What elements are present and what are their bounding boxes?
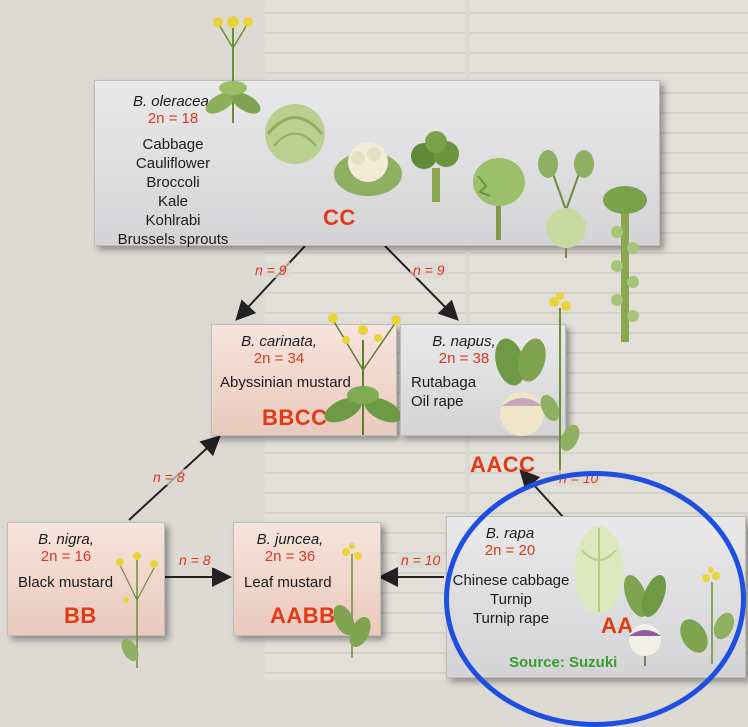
chromosomes-nigra: 2n = 16 [16, 548, 116, 565]
genome-napus: AACC [470, 452, 536, 478]
black-mustard-illustration [112, 540, 162, 670]
label-cc-to-napus: n = 9 [410, 262, 448, 278]
kale-illustration [466, 152, 532, 242]
label-cc-to-carinata: n = 9 [252, 262, 290, 278]
genome-nigra: BB [64, 603, 97, 629]
species-nigra: B. nigra, [16, 531, 116, 548]
common-name: Kale [95, 192, 251, 211]
broccoli-illustration [404, 128, 468, 204]
common-name-juncea: Leaf mustard [244, 573, 332, 592]
common-name: Cauliflower [95, 154, 251, 173]
chromosomes-juncea: 2n = 36 [240, 548, 340, 565]
brussels-sprouts-illustration [600, 182, 650, 354]
cabbage-illustration [258, 96, 332, 166]
genome-oleracea: CC [323, 205, 356, 231]
abyssinian-mustard-illustration [318, 300, 408, 440]
species-juncea: B. juncea, [240, 531, 340, 548]
common-name: Rutabaga [411, 373, 476, 392]
oil-rape-illustration [540, 288, 580, 478]
common-names-napus: Rutabaga Oil rape [411, 373, 476, 411]
kohlrabi-illustration [534, 150, 598, 260]
label-nigra-to-carinata: n = 8 [150, 469, 188, 485]
common-names-oleracea: Cabbage Cauliflower Broccoli Kale Kohlra… [95, 135, 251, 249]
common-name: Brussels sprouts [95, 230, 251, 249]
label-nigra-to-juncea: n = 8 [176, 552, 214, 568]
common-name: Kohlrabi [95, 211, 251, 230]
leaf-mustard-illustration [332, 540, 372, 660]
highlight-circle [444, 471, 746, 727]
cauliflower-illustration [330, 134, 406, 198]
common-name: Oil rape [411, 392, 476, 411]
arrow-cc-to-carinata [238, 246, 305, 318]
label-rapa-to-juncea: n = 10 [398, 552, 443, 568]
common-name: Broccoli [95, 173, 251, 192]
common-name-nigra: Black mustard [18, 573, 113, 592]
genome-juncea: AABB [270, 603, 336, 629]
common-name: Cabbage [95, 135, 251, 154]
